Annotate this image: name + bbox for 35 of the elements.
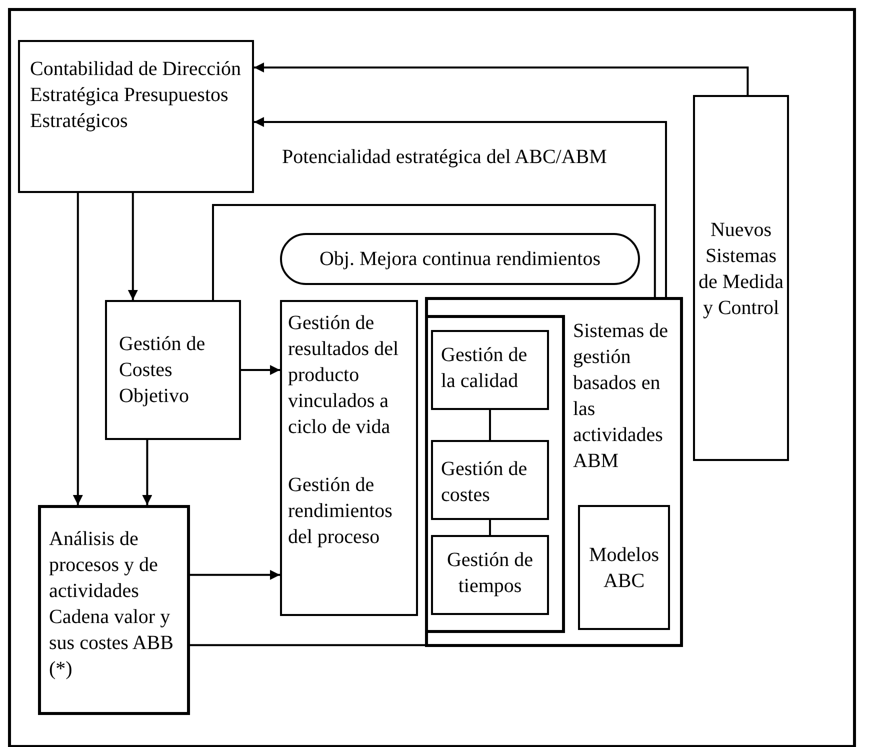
rounded-box [280, 233, 640, 285]
arrow [190, 570, 280, 580]
connector-line [489, 410, 491, 440]
process-box [431, 535, 549, 615]
box-text: Gestión de tiempos [446, 548, 534, 599]
box-text: Contabilidad de Dirección Estratégica Presupuestos Estratégicos [30, 57, 242, 134]
box-text: Modelos ABC [588, 542, 660, 594]
process-box [38, 505, 190, 715]
arrow [142, 440, 152, 505]
connector-line [190, 644, 425, 646]
process-box [431, 440, 549, 520]
arrow [254, 62, 749, 95]
process-box [578, 505, 670, 630]
arrow [241, 365, 280, 375]
arrow [72, 193, 83, 505]
connector-line [489, 520, 491, 535]
process-box [18, 40, 254, 193]
arrow [254, 117, 667, 297]
box-text: Análisis de procesos y de actividades Cadena valor y sus costes ABB (*) [49, 527, 174, 682]
box-text: Nuevos Sistemas de Medida y Control [698, 218, 784, 321]
process-box [425, 297, 683, 647]
box-text: Gestión de la calidad [441, 343, 528, 394]
box-text: Gestión de costes [441, 457, 528, 508]
process-box [280, 300, 418, 616]
process-box [431, 330, 549, 410]
arrow [128, 193, 138, 300]
connector-line [212, 204, 656, 300]
box-text: Gestión de rendimientos del proceso [288, 473, 394, 550]
box-text: Gestión de resultados del producto vinculados a ciclo de vida [288, 311, 400, 440]
box-text: Gestión de Costes Objetivo [119, 332, 206, 409]
process-box [693, 95, 789, 461]
process-box [105, 300, 241, 440]
annotation-text: Potencialidad estratégica del ABC/ABM [282, 146, 607, 169]
box-text: Obj. Mejora continua rendimientos [319, 247, 601, 272]
box-text: Sistemas de gestión basados en las actividades ABM [573, 319, 669, 474]
